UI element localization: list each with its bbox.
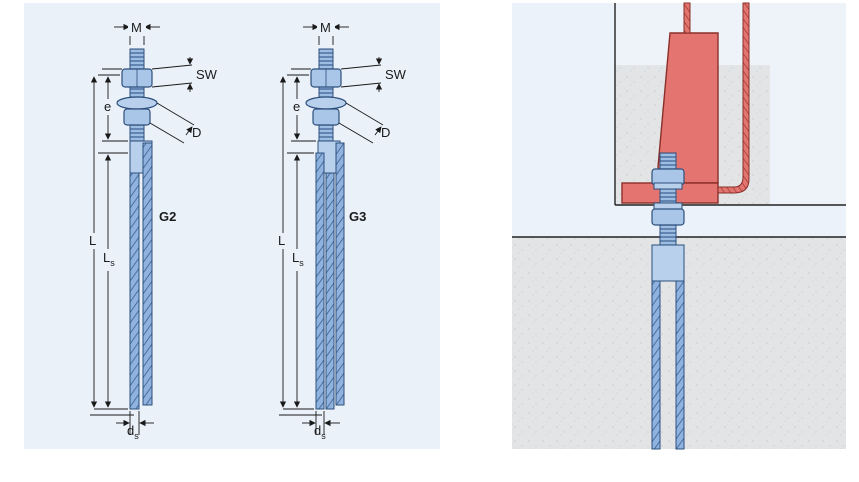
- bottom-nut: [651, 208, 685, 226]
- red-rebar-1: [683, 2, 691, 34]
- anchor-sleeve: [651, 244, 685, 282]
- g3-bar-3: [335, 142, 345, 406]
- g2-bar-1: [129, 172, 140, 410]
- g2-washer: [116, 96, 158, 110]
- dimension-drawing-panel: M SW D e L Ls ds G2 M SW D e L Ls ds G3: [24, 3, 440, 449]
- g3-washer: [305, 96, 347, 110]
- g3-label-m: M: [320, 20, 331, 35]
- g3-label-d: D: [381, 125, 390, 140]
- red-rebar-2: [717, 2, 750, 194]
- model-label-g2: G2: [159, 209, 176, 224]
- anchor-leg-1: [651, 280, 661, 450]
- g3-bar-2: [325, 172, 335, 410]
- g2-bar-2: [142, 142, 153, 406]
- g2-label-e: e: [104, 99, 111, 114]
- model-label-g3: G3: [349, 209, 366, 224]
- g3-label-ds: ds: [314, 423, 326, 441]
- anchor-g3: [305, 48, 347, 410]
- g3-bottom-nut: [312, 108, 340, 126]
- dimension-drawing-svg: M SW D e L Ls ds G2 M SW D e L Ls ds G3: [88, 18, 407, 441]
- anchor-leg-2: [675, 280, 685, 450]
- anchor-thread: [659, 152, 677, 246]
- g2-label-ls: Ls: [103, 250, 115, 268]
- g2-label-d: D: [192, 125, 201, 140]
- installation-section-svg: [512, 2, 846, 450]
- g3-label-l: L: [278, 233, 285, 248]
- g2-label-m: M: [131, 20, 142, 35]
- g2-label-l: L: [89, 233, 96, 248]
- g3-thread: [318, 48, 334, 142]
- g2-bottom-nut: [123, 108, 151, 126]
- g2-thread: [129, 48, 145, 142]
- g3-bar-1: [315, 152, 325, 410]
- g3-label-ls: Ls: [292, 250, 304, 268]
- g2-label-ds: ds: [127, 423, 139, 441]
- installation-section-panel: [512, 2, 846, 450]
- anchor-g2: [116, 48, 158, 410]
- g3-label-sw: SW: [385, 67, 407, 82]
- g2-label-sw: SW: [196, 67, 218, 82]
- g3-label-e: e: [293, 99, 300, 114]
